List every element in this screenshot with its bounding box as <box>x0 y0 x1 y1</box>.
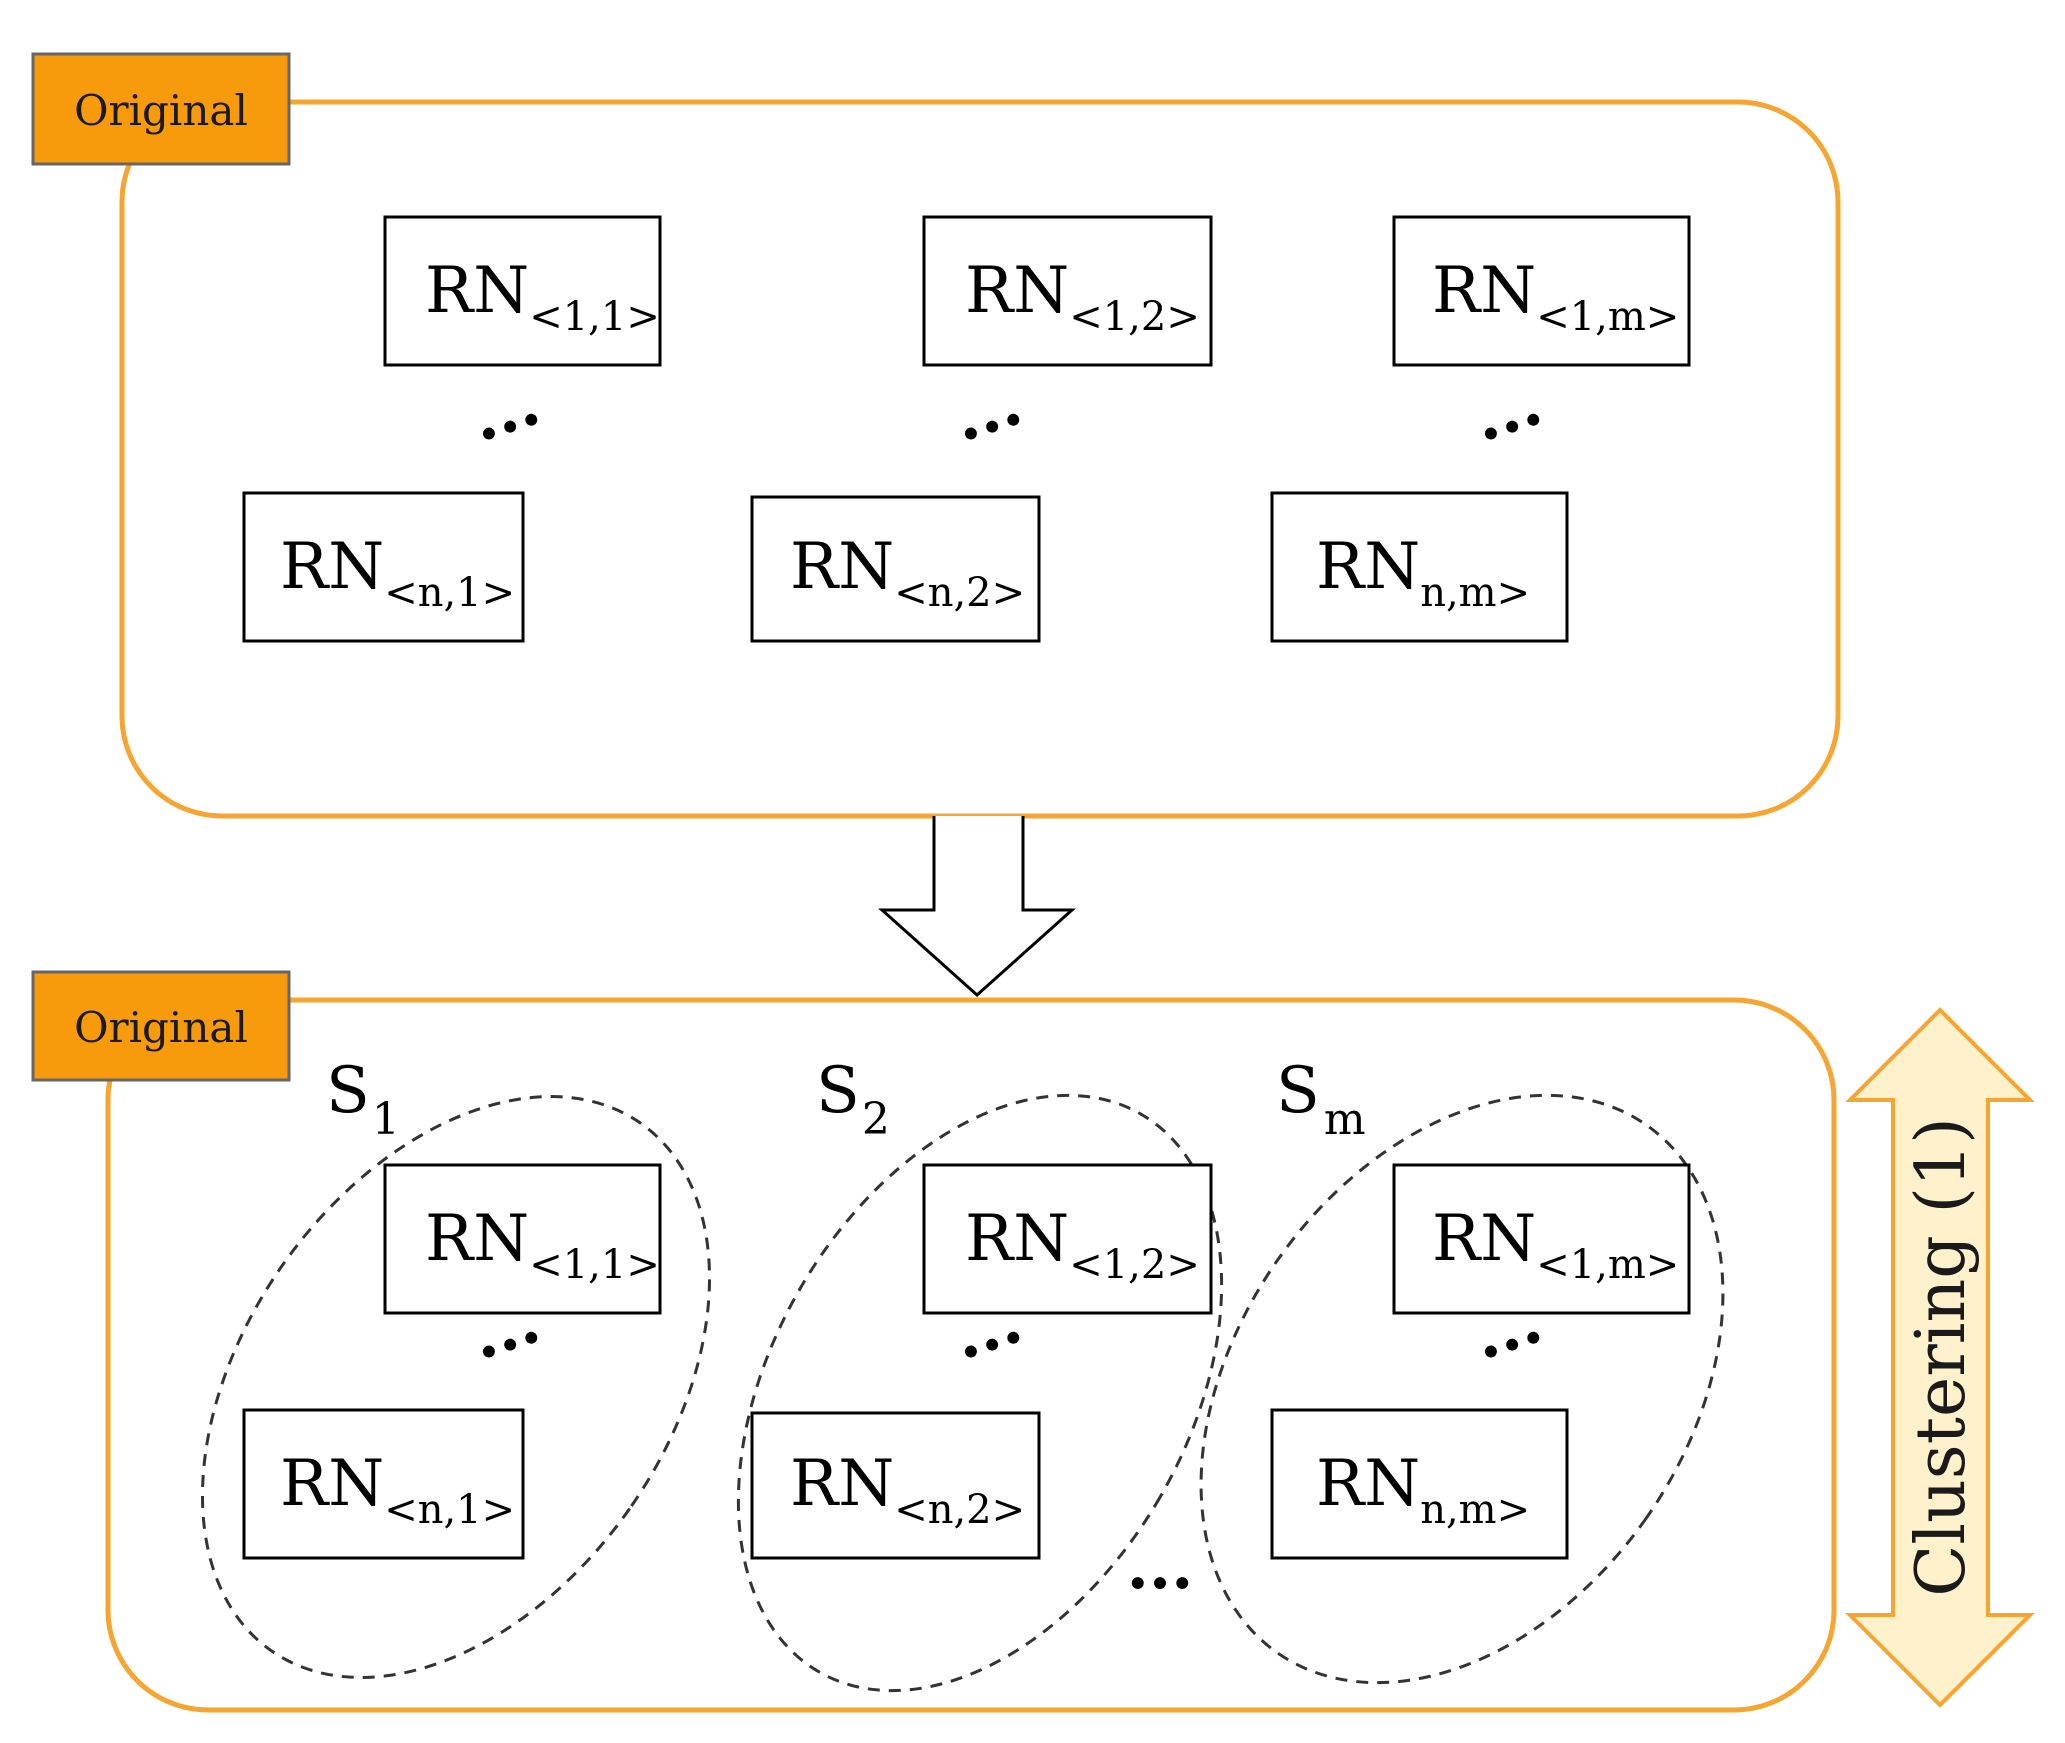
bottom-node-n-m: RNn,m> <box>1270 1408 1569 1560</box>
top-panel-tag-label: Original <box>74 86 248 135</box>
top-node-n-1: RN<n,1> <box>242 491 525 643</box>
bottom-panel: Original S1 S2 Sm RN<1,1> RN<1,2> <box>31 970 1837 1713</box>
bottom-panel-tag-label: Original <box>74 1003 248 1052</box>
svg-text:RNn,m>: RNn,m> <box>1316 1447 1530 1533</box>
top-ellipsis-col-1: ... <box>462 365 549 457</box>
clustering-indicator: Clustering (1) <box>1845 1007 2035 1708</box>
svg-text:RN<1,1>: RN<1,1> <box>425 254 660 340</box>
set-label-s1: S1 <box>326 1054 400 1145</box>
top-node-1-1: RN<1,1> <box>383 215 662 367</box>
clustering-label: Clustering (1) <box>1902 1117 1981 1597</box>
top-node-n-2: RN<n,2> <box>750 495 1041 643</box>
top-panel-frame <box>119 99 1841 819</box>
cluster-s1-boundary <box>200 1095 712 1679</box>
bottom-node-1-2: RN<1,2> <box>922 1163 1213 1315</box>
cluster-sm-boundary <box>1199 1093 1725 1685</box>
svg-text:RN<1,1>: RN<1,1> <box>425 1202 660 1288</box>
bottom-panel-frame <box>105 997 1837 1713</box>
svg-text:RN<n,1>: RN<n,1> <box>280 1447 515 1533</box>
top-ellipsis-col-2: ... <box>944 365 1031 457</box>
set-label-sm: Sm <box>1276 1054 1366 1145</box>
bottom-node-n-1: RN<n,1> <box>242 1408 525 1560</box>
set-label-s2: S2 <box>816 1054 890 1145</box>
svg-text:RN<n,2>: RN<n,2> <box>790 1447 1025 1533</box>
bottom-panel-tag: Original <box>31 970 291 1082</box>
bottom-node-1-m: RN<1,m> <box>1392 1163 1691 1315</box>
top-node-n-m: RNn,m> <box>1270 491 1569 643</box>
down-arrow-icon <box>878 816 1076 998</box>
svg-text:RN<1,2>: RN<1,2> <box>965 254 1200 340</box>
bottom-node-1-1: RN<1,1> <box>383 1163 662 1315</box>
svg-text:RN<n,1>: RN<n,1> <box>280 530 515 616</box>
top-panel-tag: Original <box>31 52 291 166</box>
svg-text:RN<n,2>: RN<n,2> <box>790 530 1025 616</box>
cluster-s2-boundary <box>736 1093 1224 1693</box>
svg-text:RN<1,2>: RN<1,2> <box>965 1202 1200 1288</box>
svg-text:RN<1,m>: RN<1,m> <box>1432 1202 1679 1288</box>
between-sets-ellipsis: ... <box>1127 1529 1194 1604</box>
svg-text:RN<1,m>: RN<1,m> <box>1432 254 1679 340</box>
top-node-1-2: RN<1,2> <box>922 215 1213 367</box>
svg-text:RNn,m>: RNn,m> <box>1316 530 1530 616</box>
top-node-1-m: RN<1,m> <box>1392 215 1691 367</box>
double-vertical-arrow-icon <box>1845 1007 2035 1708</box>
top-ellipsis-col-m: ... <box>1464 365 1551 457</box>
top-panel: Original RN<1,1> RN<1,2> RN<1,m> ... ...… <box>31 52 1841 819</box>
bottom-node-n-2: RN<n,2> <box>750 1411 1041 1560</box>
